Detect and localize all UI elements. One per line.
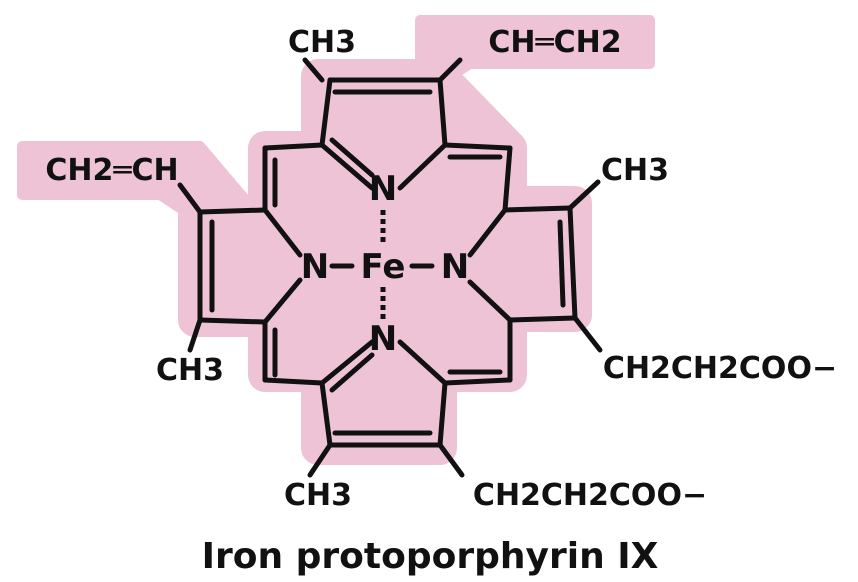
- propionate-right: CH2CH2COO−: [603, 351, 837, 386]
- bond: [397, 339, 448, 386]
- bond: [197, 207, 268, 215]
- bond: [507, 315, 578, 323]
- atom-n-right: N: [441, 247, 469, 287]
- propionate-bottom: CH2CH2COO−: [473, 478, 707, 513]
- highlight-vinyl-left: [17, 141, 255, 220]
- bond: [467, 207, 508, 258]
- atom-iron: Fe: [361, 247, 406, 287]
- bond: [437, 442, 465, 478]
- structure-caption: Iron protoporphyrin IX: [202, 536, 659, 577]
- bond: [319, 339, 375, 386]
- atom-n-top: N: [369, 169, 397, 209]
- bond-skeleton: [177, 57, 603, 478]
- bond: [567, 205, 578, 321]
- atom-n-left: N: [301, 247, 329, 287]
- bond: [197, 317, 268, 325]
- bond: [437, 380, 448, 448]
- bond: [572, 315, 603, 353]
- bond: [262, 142, 325, 151]
- methyl-right: CH3: [601, 153, 669, 188]
- bond: [437, 57, 463, 83]
- bond: [319, 142, 375, 191]
- methyl-top: CH3: [288, 25, 356, 60]
- bond: [397, 142, 448, 191]
- bond: [442, 377, 513, 386]
- bond: [467, 279, 513, 323]
- bond: [437, 77, 448, 148]
- bond: [319, 380, 333, 448]
- bond: [177, 182, 203, 215]
- bond: [319, 77, 333, 148]
- bond: [307, 442, 333, 478]
- atom-n-bottom: N: [369, 319, 397, 359]
- vinyl-left: CH2═CH: [45, 153, 178, 188]
- bond: [567, 179, 601, 211]
- bond: [302, 57, 325, 83]
- bond: [442, 142, 513, 151]
- bond: [262, 277, 303, 325]
- bond: [262, 207, 303, 258]
- bond: [187, 317, 203, 353]
- bond: [502, 145, 513, 213]
- atom-labels: N N N N Fe: [301, 169, 469, 359]
- bond: [557, 219, 566, 308]
- bond: [329, 352, 375, 393]
- methyl-bottom: CH3: [284, 478, 352, 513]
- vinyl-top: CH═CH2: [488, 25, 621, 60]
- substituent-labels: CH3 CH═CH2 CH2═CH CH3 CH3 CH2CH2COO− CH3…: [45, 25, 837, 513]
- bond: [262, 377, 325, 386]
- methyl-left: CH3: [156, 353, 224, 388]
- bond: [329, 137, 375, 178]
- highlight-vinyl-top: [415, 15, 655, 101]
- bond: [502, 205, 573, 213]
